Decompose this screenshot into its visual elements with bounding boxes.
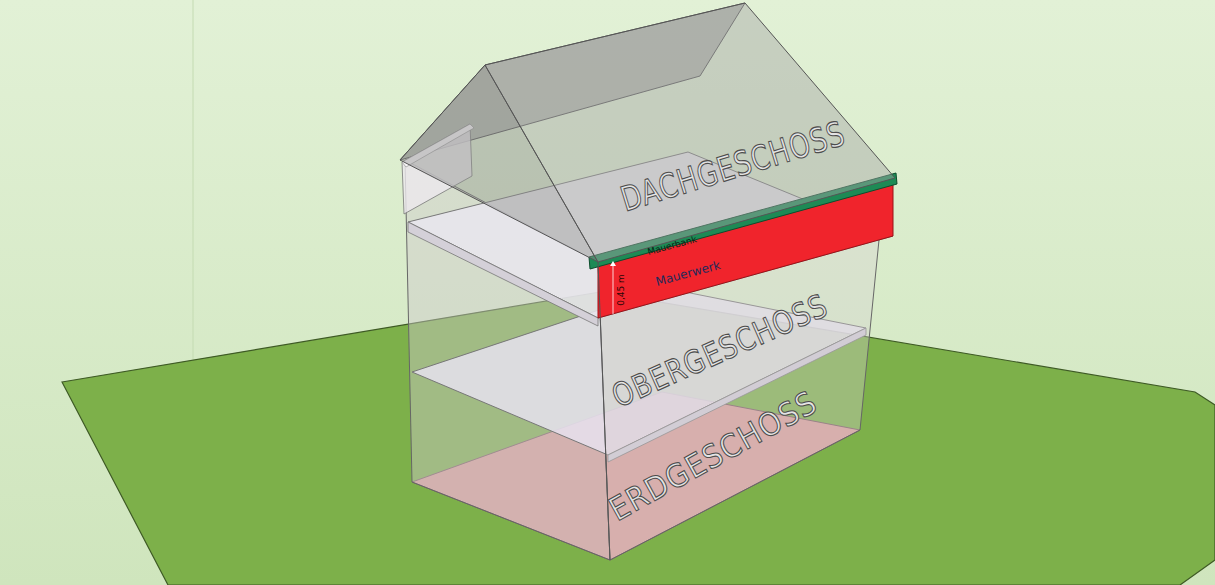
dimension-line <box>613 264 614 314</box>
floor-label: DACHGESCHOSS <box>617 114 850 218</box>
part-label: Mauerwerk <box>654 258 722 288</box>
dimension-label: 0,45 m <box>617 274 627 306</box>
roof-front <box>485 3 895 262</box>
dimension-arrow <box>610 261 616 266</box>
corner-edge <box>598 262 610 560</box>
part-label: Mauerbank <box>647 235 698 258</box>
